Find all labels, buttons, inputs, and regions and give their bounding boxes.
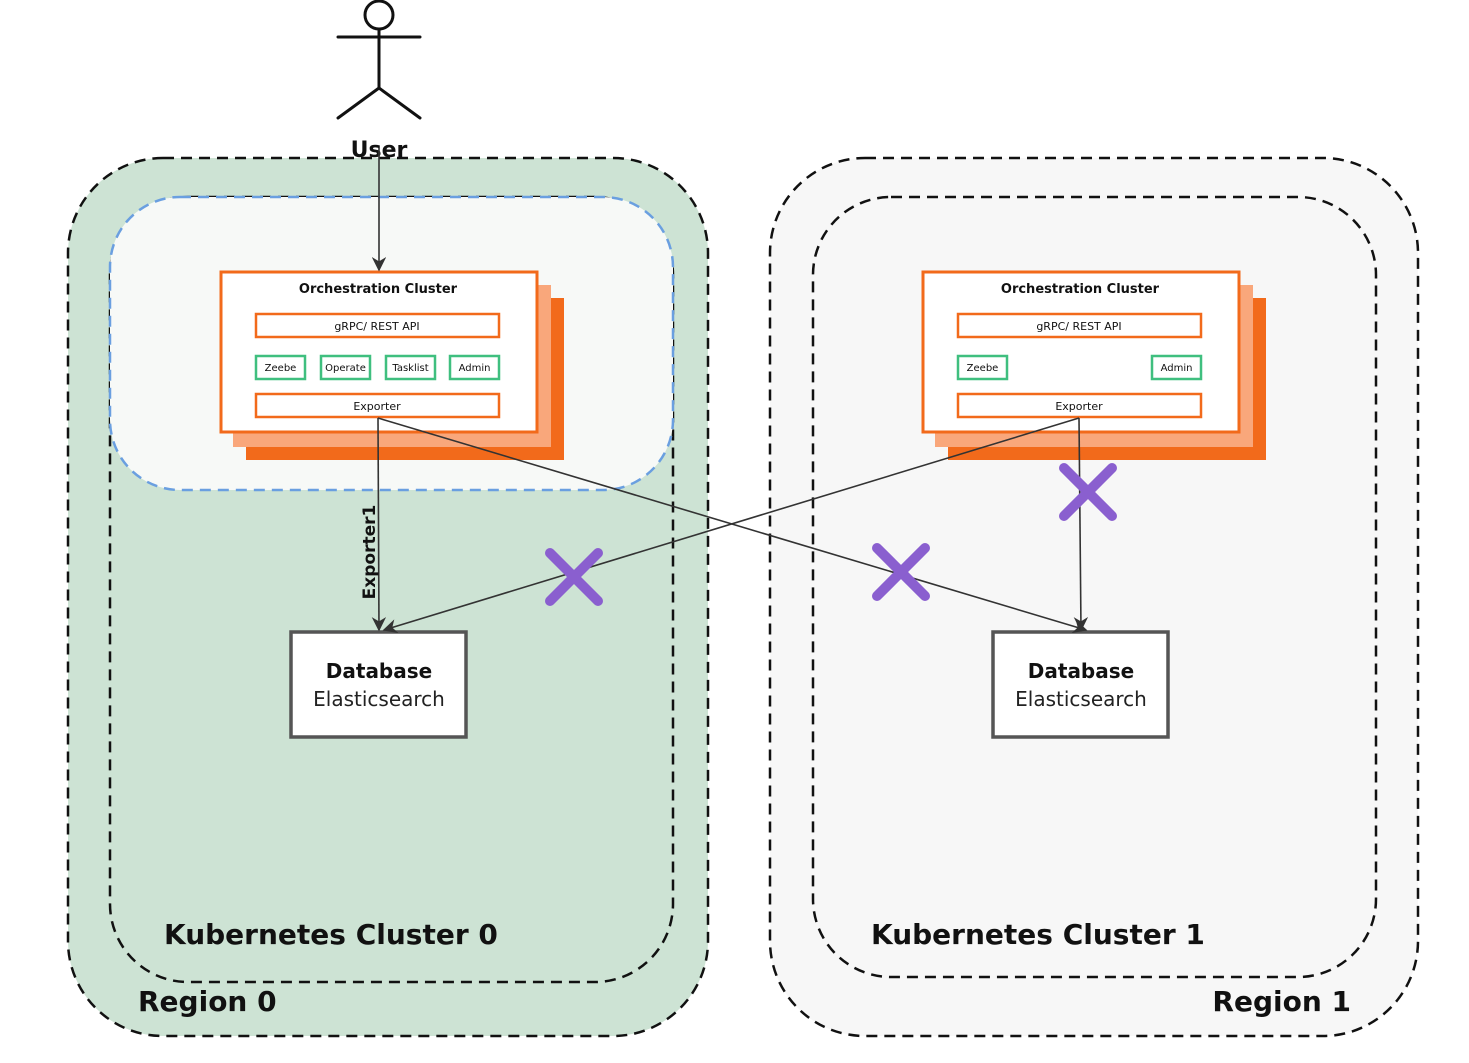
region-1-label: Region 1	[1212, 985, 1351, 1018]
component-admin-box-1	[1150, 354, 1203, 381]
failure-x-icon	[545, 548, 603, 606]
edge-label-exporter1: Exporter1	[360, 505, 380, 600]
component-operate-box-0	[319, 354, 372, 381]
user-actor-icon	[336, 0, 422, 120]
cluster-1-label: Kubernetes Cluster 1	[871, 918, 1205, 951]
orchestration-cluster-0: Orchestration Cluster gRPC/ REST API Zee…	[219, 270, 564, 460]
database-title-1: Database	[1028, 659, 1134, 683]
component-operate-0: Operate	[325, 363, 366, 374]
component-tasklist-box-0	[384, 354, 437, 381]
database-0: Database Elasticsearch	[289, 630, 468, 739]
database-subtitle-0: Elasticsearch	[313, 687, 445, 711]
orchestration-cluster-1: Orchestration Cluster gRPC/ REST API Zee…	[921, 270, 1266, 460]
component-zeebe-box-1	[956, 354, 1009, 381]
component-admin-1: Admin	[1161, 363, 1193, 374]
region-0-label: Region 0	[138, 985, 277, 1018]
component-admin-0: Admin	[459, 363, 491, 374]
edge-exporter1-to-database-1	[1073, 417, 1089, 632]
database-1: Database Elasticsearch	[991, 630, 1170, 739]
orchestration-title-0: Orchestration Cluster	[299, 282, 458, 297]
api-box-0	[254, 312, 501, 339]
kubernetes-cluster-1	[811, 195, 1378, 979]
exporter-box-0	[254, 392, 501, 419]
database-subtitle-1: Elasticsearch	[1015, 687, 1147, 711]
component-zeebe-0: Zeebe	[265, 363, 297, 374]
failure-x-icon	[1059, 463, 1117, 521]
exporter-box-1	[956, 392, 1203, 419]
api-label-0: gRPC/ REST API	[334, 320, 419, 333]
api-box-1	[956, 312, 1203, 339]
orchestration-title-1: Orchestration Cluster	[1001, 282, 1160, 297]
exporter-label-1: Exporter	[1055, 400, 1103, 413]
database-title-0: Database	[326, 659, 432, 683]
failure-x-icon	[872, 543, 930, 601]
edge-exporter1-to-database-0	[382, 417, 1080, 634]
cluster-0-label: Kubernetes Cluster 0	[164, 918, 498, 951]
component-zeebe-1: Zeebe	[967, 363, 999, 374]
exporter-label-0: Exporter	[353, 400, 401, 413]
component-tasklist-0: Tasklist	[391, 363, 428, 374]
component-admin-box-0	[448, 354, 501, 381]
component-zeebe-box-0	[254, 354, 307, 381]
edge-exporter0-to-database-0	[371, 417, 387, 632]
api-label-1: gRPC/ REST API	[1036, 320, 1121, 333]
